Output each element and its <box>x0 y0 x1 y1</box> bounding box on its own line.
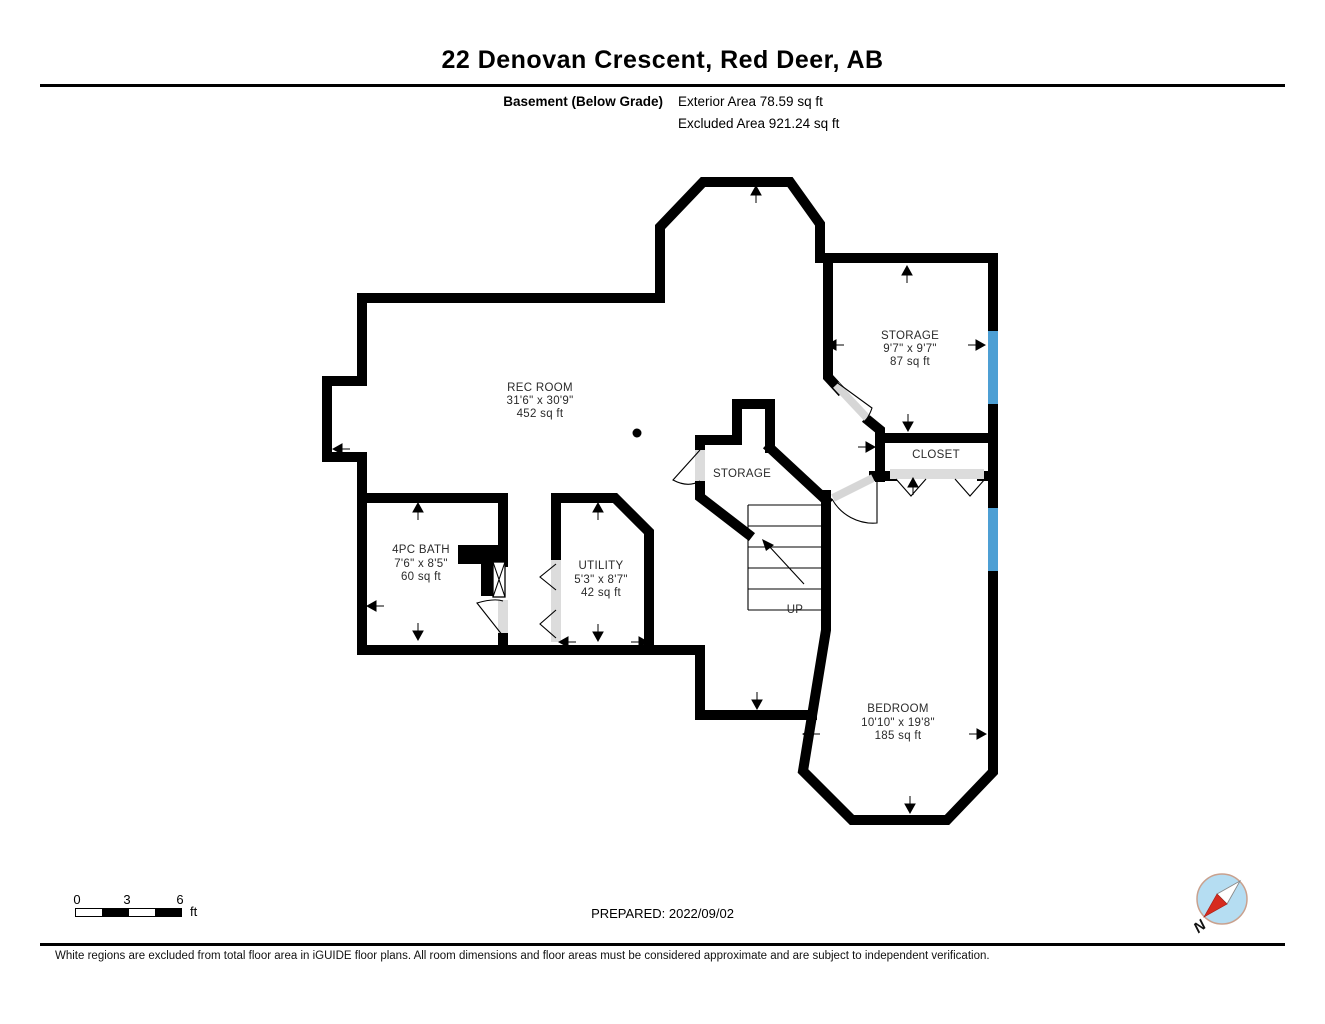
bath-area: 60 sq ft <box>401 571 442 583</box>
room-label-storage-mid: STORAGE <box>713 468 771 480</box>
storage-upper-dims: 9'7" x 9'7" <box>883 343 937 355</box>
stairs-up-label: UP <box>787 604 804 616</box>
prepared-date: PREPARED: 2022/09/02 <box>591 906 734 921</box>
rec-room-name: REC ROOM <box>507 382 573 394</box>
bifold-doors-utility <box>539 560 561 642</box>
room-label-storage-upper: STORAGE 9'7" x 9'7" 87 sq ft <box>881 330 939 368</box>
bedroom-name: BEDROOM <box>867 703 929 715</box>
room-label-bath: 4PC BATH 7'6" x 8'5" 60 sq ft <box>392 544 450 583</box>
storage-upper-area: 87 sq ft <box>890 356 931 368</box>
bath-plumbing-wall <box>458 545 505 564</box>
door-storage-mid <box>672 449 705 485</box>
compass-icon: N <box>1192 873 1248 937</box>
window-bedroom <box>988 508 998 571</box>
support-column <box>632 428 642 438</box>
door-bedroom <box>831 474 878 524</box>
bedroom-dims: 10'10" x 19'8" <box>861 717 935 729</box>
bath-dims: 7'6" x 8'5" <box>394 558 448 570</box>
disclaimer-text: White regions are excluded from total fl… <box>55 950 990 962</box>
storage-upper-name: STORAGE <box>881 330 939 342</box>
footer-divider <box>40 943 1285 946</box>
bedroom-area: 185 sq ft <box>875 730 922 742</box>
bifold-doors-closet <box>890 469 986 497</box>
measurement-arrows <box>331 184 988 815</box>
rec-room-dims: 31'6" x 30'9" <box>507 395 574 407</box>
scale-unit: ft <box>190 904 198 919</box>
window-storage <box>988 331 998 404</box>
interior-walls-storage-mid <box>695 399 834 542</box>
utility-area: 42 sq ft <box>581 587 622 599</box>
exterior-area-text: Exterior Area 78.59 sq ft <box>678 94 823 109</box>
rec-room-area: 452 sq ft <box>517 408 564 420</box>
interior-walls-bath-utility <box>357 493 654 655</box>
compass-needle-red <box>1203 893 1228 918</box>
bath-name: 4PC BATH <box>392 544 450 556</box>
header-divider <box>40 84 1285 87</box>
room-label-rec-room: REC ROOM 31'6" x 30'9" 452 sq ft <box>507 382 574 420</box>
room-label-utility: UTILITY 5'3" x 8'7" 42 sq ft <box>574 560 628 599</box>
scale-bar <box>75 908 182 917</box>
exterior-walls <box>322 177 998 825</box>
utility-name: UTILITY <box>579 560 624 572</box>
excluded-area-text: Excluded Area 921.24 sq ft <box>678 116 840 131</box>
scale-tick-0: 0 <box>73 892 81 907</box>
door-bath <box>476 599 508 637</box>
floor-label: Basement (Below Grade) <box>503 94 663 109</box>
scale-tick-6: 6 <box>176 892 184 907</box>
room-label-closet: CLOSET <box>912 449 960 461</box>
scale-tick-3: 3 <box>123 892 131 907</box>
stairs: UP <box>747 504 821 616</box>
door-storage-room <box>833 380 873 421</box>
stairs-direction-arrow <box>762 539 774 551</box>
page-title: 22 Denovan Crescent, Red Deer, AB <box>441 46 884 74</box>
utility-dims: 5'3" x 8'7" <box>574 574 628 586</box>
room-label-bedroom: BEDROOM 10'10" x 19'8" 185 sq ft <box>861 703 935 742</box>
